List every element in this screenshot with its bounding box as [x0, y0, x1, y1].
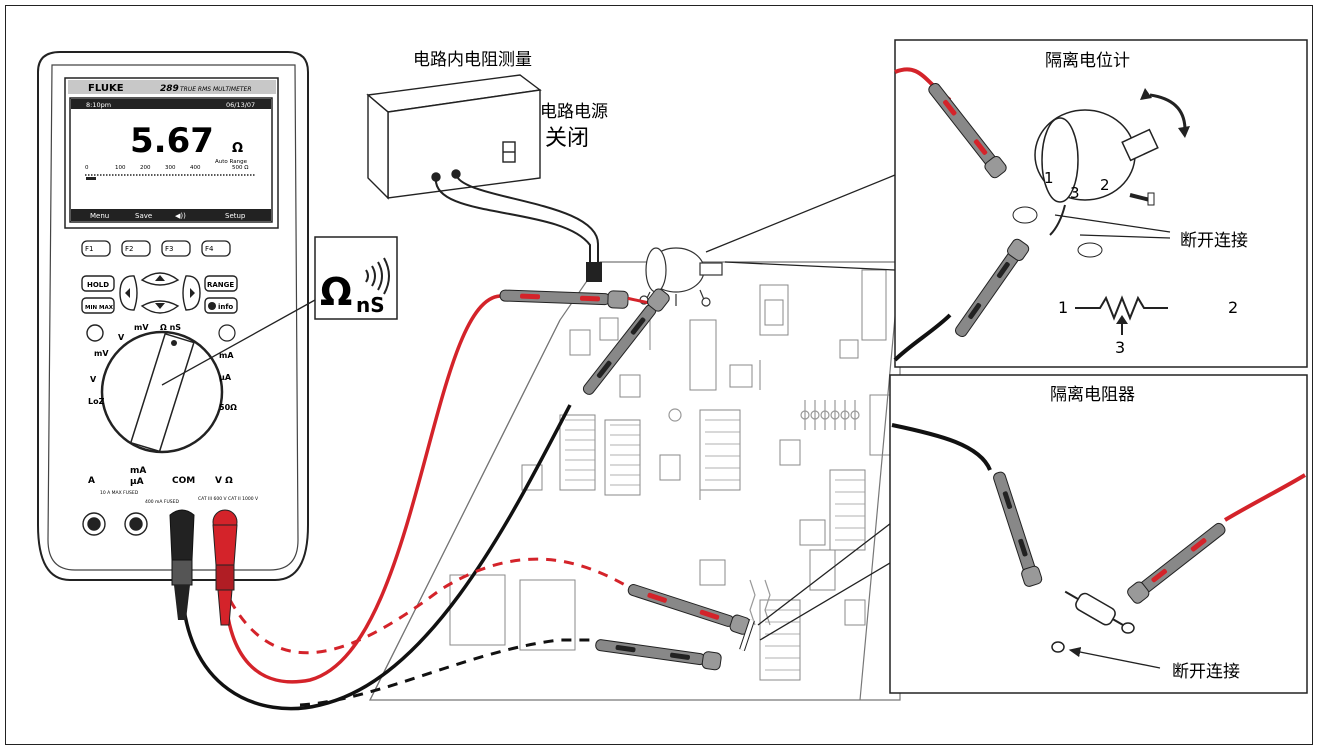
black-probe-alt — [595, 639, 722, 671]
power-supply-box — [366, 74, 542, 200]
jack-labels: A mA μA COM V Ω — [88, 466, 233, 487]
dial-labels: mV V mV Ω nS mA μA 50Ω LoZ V — [88, 323, 237, 412]
svg-text:F3: F3 — [165, 245, 173, 253]
svg-text:V: V — [118, 333, 125, 342]
info-label: info — [218, 303, 233, 311]
lcd-auto-range: Auto Range — [215, 159, 248, 165]
f4-button[interactable] — [201, 240, 231, 257]
svg-text:LoZ: LoZ — [88, 397, 105, 406]
circuit-board — [369, 261, 901, 701]
pot-pin-1: 1 — [1044, 169, 1054, 187]
circuit-title: 电路内电阻测量 — [413, 50, 532, 70]
svg-text:3: 3 — [1115, 338, 1125, 357]
lcd-time: 8:10pm — [86, 101, 111, 109]
f2-button[interactable] — [121, 240, 151, 257]
hold-label: HOLD — [87, 281, 109, 289]
softkey-labels: Menu Save ◀)) Setup — [90, 212, 246, 220]
svg-text:Ω nS: Ω nS — [160, 323, 181, 332]
pot-title: 隔离电位计 — [1045, 51, 1130, 71]
svg-text:2: 2 — [1228, 298, 1238, 317]
svg-text:mA: mA — [219, 351, 234, 360]
ohm-ns-callout: Ω nS — [161, 236, 398, 386]
svg-text:100: 100 — [115, 165, 126, 171]
svg-text:50Ω: 50Ω — [219, 403, 237, 412]
svg-text:COM: COM — [172, 476, 195, 486]
rotary-dial[interactable] — [100, 330, 224, 454]
svg-text:V Ω: V Ω — [215, 476, 233, 486]
range-button[interactable] — [204, 275, 238, 292]
pot-disconnect-label: 断开连接 — [1180, 231, 1248, 251]
fuse-400ma-label: 400 mA FUSED — [145, 499, 179, 505]
input-jacks[interactable] — [82, 512, 148, 536]
svg-text:mV: mV — [94, 349, 109, 358]
f3-button[interactable] — [161, 240, 191, 257]
backlight-icon[interactable] — [218, 324, 236, 342]
power-icon[interactable] — [86, 324, 104, 342]
svg-text:Setup: Setup — [225, 212, 246, 220]
power-label: 电路电源 — [540, 102, 608, 122]
svg-text:F4: F4 — [205, 245, 214, 253]
svg-text:0: 0 — [85, 165, 89, 171]
red-probe-plug — [212, 509, 238, 626]
red-probe-alt — [627, 584, 751, 635]
svg-text:Ω: Ω — [320, 270, 352, 314]
board-potentiometer — [639, 247, 723, 307]
lcd-reading: 5.67 — [130, 121, 214, 161]
pot-detail-box: 1 3 2 断开连接 1 2 3 隔离电位计 — [893, 39, 1308, 368]
svg-text:F2: F2 — [125, 245, 133, 253]
svg-text:300: 300 — [165, 165, 176, 171]
svg-text:μA: μA — [130, 477, 144, 487]
multimeter: FLUKE 289 TRUE RMS MULTIMETER 8:10pm 06/… — [37, 51, 309, 581]
cat-rating-label: CAT III 600 V CAT II 1000 V — [198, 496, 259, 502]
svg-text:nS: nS — [356, 293, 385, 317]
f1-button[interactable] — [81, 240, 111, 257]
svg-text:μA: μA — [219, 373, 232, 382]
red-probe — [499, 289, 651, 309]
lcd-scale: 0 100 200 300 400 500 Ω — [85, 165, 248, 171]
function-key-labels: F1 F2 F3 F4 — [85, 245, 214, 253]
lcd-date: 06/13/07 — [226, 101, 255, 109]
resistor-title: 隔离电阻器 — [1050, 385, 1135, 405]
svg-text:F1: F1 — [85, 245, 93, 253]
figure-border — [5, 5, 1313, 745]
black-probe-plug — [169, 509, 195, 620]
minmax-label: MIN MAX — [85, 305, 114, 311]
lcd-unit: Ω — [232, 141, 243, 156]
svg-text:500 Ω: 500 Ω — [232, 165, 248, 171]
black-probe — [582, 288, 670, 395]
brand-logo: FLUKE — [88, 83, 124, 94]
pot-schematic: 1 2 3 — [1058, 295, 1238, 357]
svg-text:Save: Save — [135, 212, 152, 220]
info-icon — [208, 302, 216, 310]
svg-text:Menu: Menu — [90, 212, 109, 220]
range-label: RANGE — [207, 281, 234, 289]
hold-button[interactable] — [81, 275, 115, 292]
pot-pin-2: 2 — [1100, 176, 1110, 194]
model-number: 289 — [160, 84, 179, 94]
svg-text:V: V — [90, 375, 97, 384]
pot-pin-3: 3 — [1070, 184, 1080, 202]
svg-text:mV: mV — [134, 323, 149, 332]
svg-text:1: 1 — [1058, 298, 1068, 317]
fuse-10a-label: 10 A MAX FUSED — [100, 490, 139, 496]
minmax-button[interactable] — [81, 297, 115, 314]
resistor-disconnect-label: 断开连接 — [1172, 662, 1240, 682]
svg-text:mA: mA — [130, 466, 146, 476]
svg-text:A: A — [88, 476, 95, 486]
svg-text:400: 400 — [190, 165, 201, 171]
power-off-label: 关闭 — [545, 126, 589, 151]
svg-text:◀)): ◀)) — [175, 212, 186, 220]
resistor-detail-box: 隔离电阻器 断开连接 — [889, 374, 1308, 694]
model-desc: TRUE RMS MULTIMETER — [180, 86, 252, 93]
svg-text:200: 200 — [140, 165, 151, 171]
function-keys — [81, 240, 231, 257]
